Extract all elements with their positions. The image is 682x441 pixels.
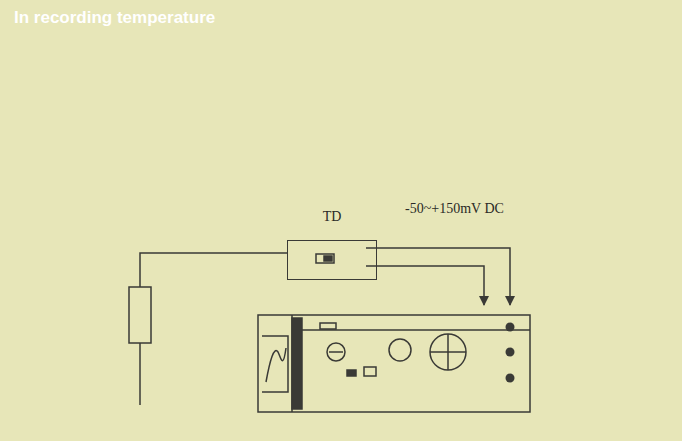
output-wire bbox=[366, 266, 484, 305]
switch-knob bbox=[324, 256, 332, 261]
terminal bbox=[506, 374, 515, 383]
box-label: TD bbox=[288, 209, 376, 225]
sensor-probe bbox=[129, 287, 151, 343]
chart-paper bbox=[262, 336, 288, 392]
switch bbox=[316, 254, 334, 263]
signal-range: -50~+150mV DC bbox=[405, 201, 504, 217]
converter-box: TD bbox=[287, 240, 377, 280]
range-dial bbox=[430, 334, 466, 370]
terminal bbox=[506, 348, 515, 357]
knob-mark bbox=[329, 351, 343, 353]
diagram-title: In recording temperature bbox=[14, 8, 215, 28]
recorder-body bbox=[258, 315, 530, 412]
probe-stem bbox=[139, 343, 141, 405]
output-wire bbox=[366, 248, 510, 305]
sensor-wire bbox=[140, 253, 287, 287]
terminal bbox=[506, 323, 515, 332]
knob bbox=[327, 343, 345, 361]
dial bbox=[389, 339, 411, 361]
chart-holder bbox=[292, 318, 302, 409]
chart-trace bbox=[266, 348, 286, 382]
button bbox=[347, 370, 356, 376]
indicator bbox=[320, 323, 336, 329]
range-dial-mark bbox=[430, 351, 466, 353]
button bbox=[364, 367, 376, 376]
